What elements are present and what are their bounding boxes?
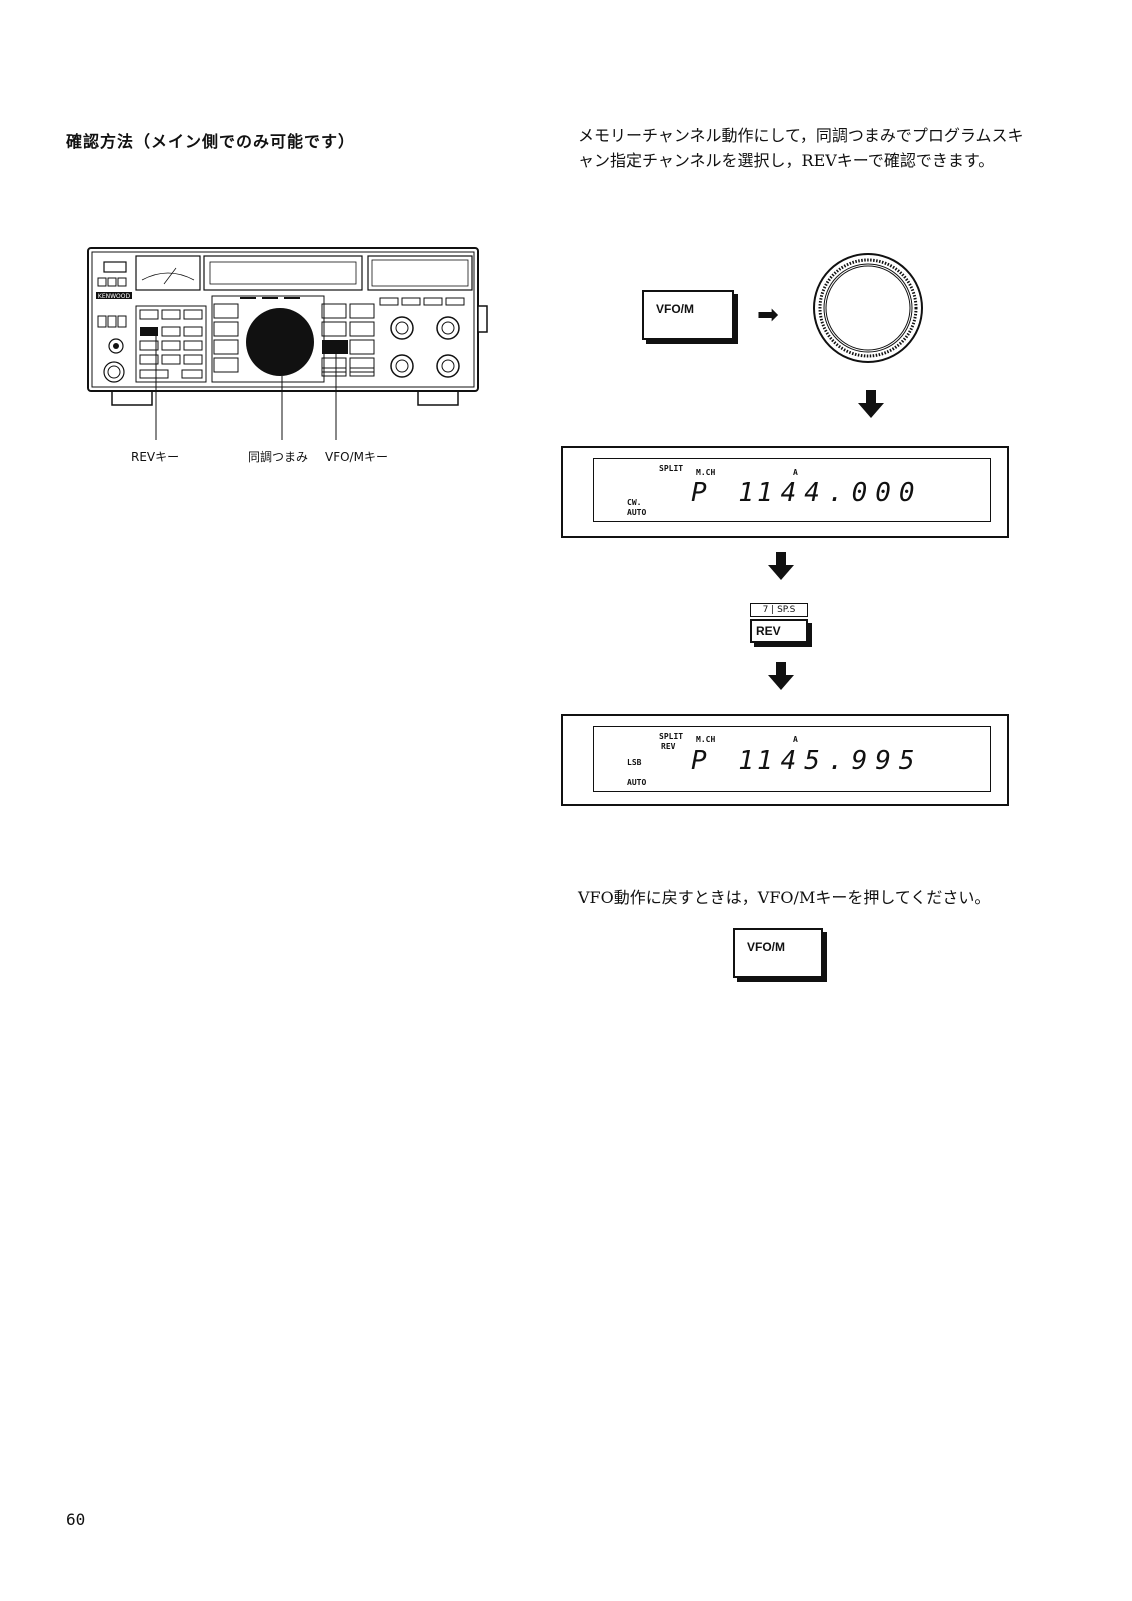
callout-vfo-m-key: VFO/Mキー xyxy=(325,450,388,464)
brand-logo: KENWOOD xyxy=(98,293,131,300)
lcd-auto-label: AUTO xyxy=(627,508,647,517)
tuning-knob-icon xyxy=(813,253,923,363)
lcd-frequency: 144.000 xyxy=(757,478,923,508)
down-arrow-icon xyxy=(768,662,794,690)
lcd-channel: P 1 xyxy=(691,746,762,776)
radio-illustration: KENWOOD xyxy=(87,247,488,440)
tuning-knob-drawing xyxy=(246,308,314,376)
lcd-a-label: A xyxy=(793,735,798,744)
lcd-split-label: SPLIT xyxy=(659,732,684,741)
lcd-mch-label: M.CH xyxy=(696,735,716,744)
callout-rev-key: REVキー xyxy=(131,450,180,464)
down-arrow-icon xyxy=(858,390,884,418)
lcd-mode-label: LSB xyxy=(627,758,642,767)
page-number: 60 xyxy=(66,1510,86,1529)
vfo-m-key-step1[interactable]: VFO/M xyxy=(642,290,734,340)
lcd-display-2: SPLIT REV M.CH A LSB AUTO P 1 145.995 xyxy=(561,714,1009,806)
lcd-auto-label: AUTO xyxy=(627,778,647,787)
vfo-m-key-label: VFO/M xyxy=(747,940,785,954)
lcd-display-1: SPLIT M.CH A CW. AUTO P 1 144.000 xyxy=(561,446,1009,538)
callout-tuning-knob: 同調つまみ xyxy=(248,450,309,464)
rev-key-label: REV xyxy=(756,624,781,638)
lcd-mode-label: CW. xyxy=(627,498,642,507)
rev-key[interactable]: REV xyxy=(750,619,808,643)
lcd-a-label: A xyxy=(793,468,798,477)
intro-paragraph: メモリーチャンネル動作にして，同調つまみでプログラムスキャン指定チャンネルを選択… xyxy=(578,126,1024,170)
lcd-channel: P 1 xyxy=(691,478,762,508)
vfo-m-key-final[interactable]: VFO/M xyxy=(733,928,823,978)
down-arrow-icon xyxy=(768,552,794,580)
lcd-frequency: 145.995 xyxy=(757,746,923,776)
rev-key-top-label: 7 | SP.S xyxy=(750,603,808,617)
vfo-m-key-label: VFO/M xyxy=(656,302,694,316)
lcd-rev-label: REV xyxy=(661,742,676,751)
section-heading: 確認方法（メイン側でのみ可能です） xyxy=(66,132,356,151)
return-note: VFO動作に戻すときは，VFO/Mキーを押してください。 xyxy=(578,888,991,907)
lcd-mch-label: M.CH xyxy=(696,468,716,477)
lcd-split-label: SPLIT xyxy=(659,464,684,473)
right-arrow-icon: ➡ xyxy=(757,300,779,330)
